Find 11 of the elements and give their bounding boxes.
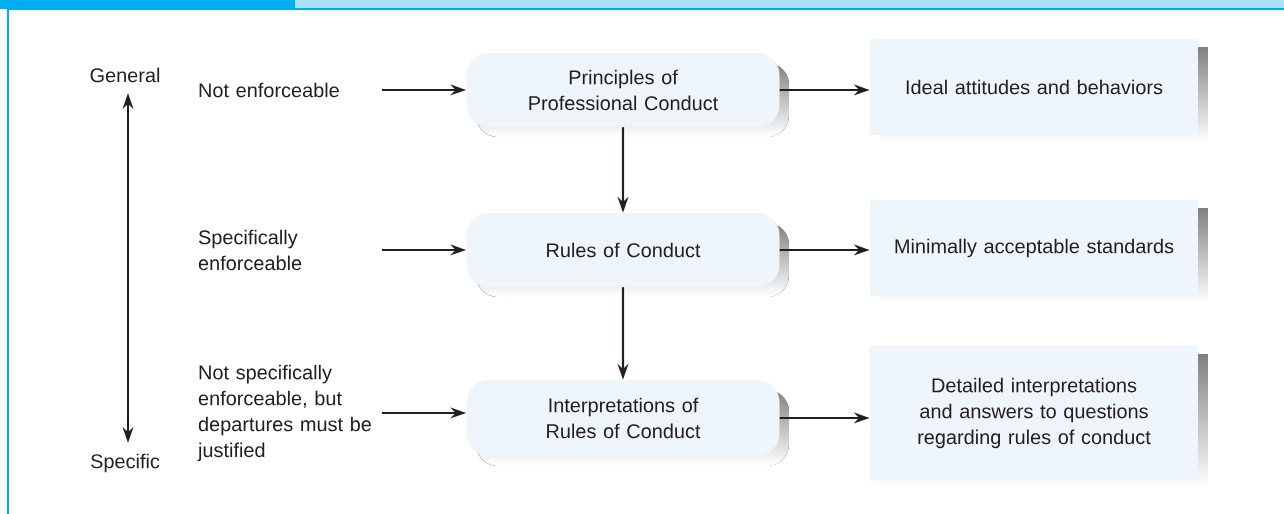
level-text: Not specifically enforceable, but departures must be justified xyxy=(197,364,371,462)
level-text: Not enforceable xyxy=(199,82,339,98)
level-text: Specifically enforceable xyxy=(198,229,302,271)
rounded-box: Principles of Professional Conduct xyxy=(466,53,789,137)
result-box: Detailed interpretations and answers to questions regarding rules of conduct xyxy=(870,345,1208,489)
rounded-box: Rules of Conduct xyxy=(466,213,789,297)
result-box: Minimally acceptable standards xyxy=(870,200,1208,304)
rounded-box: Interpretations of Rules of Conduct xyxy=(466,380,789,466)
scale-label: Specific xyxy=(91,453,160,473)
result-box: Ideal attitudes and behaviors xyxy=(870,39,1208,143)
scale-label: General xyxy=(90,67,160,83)
